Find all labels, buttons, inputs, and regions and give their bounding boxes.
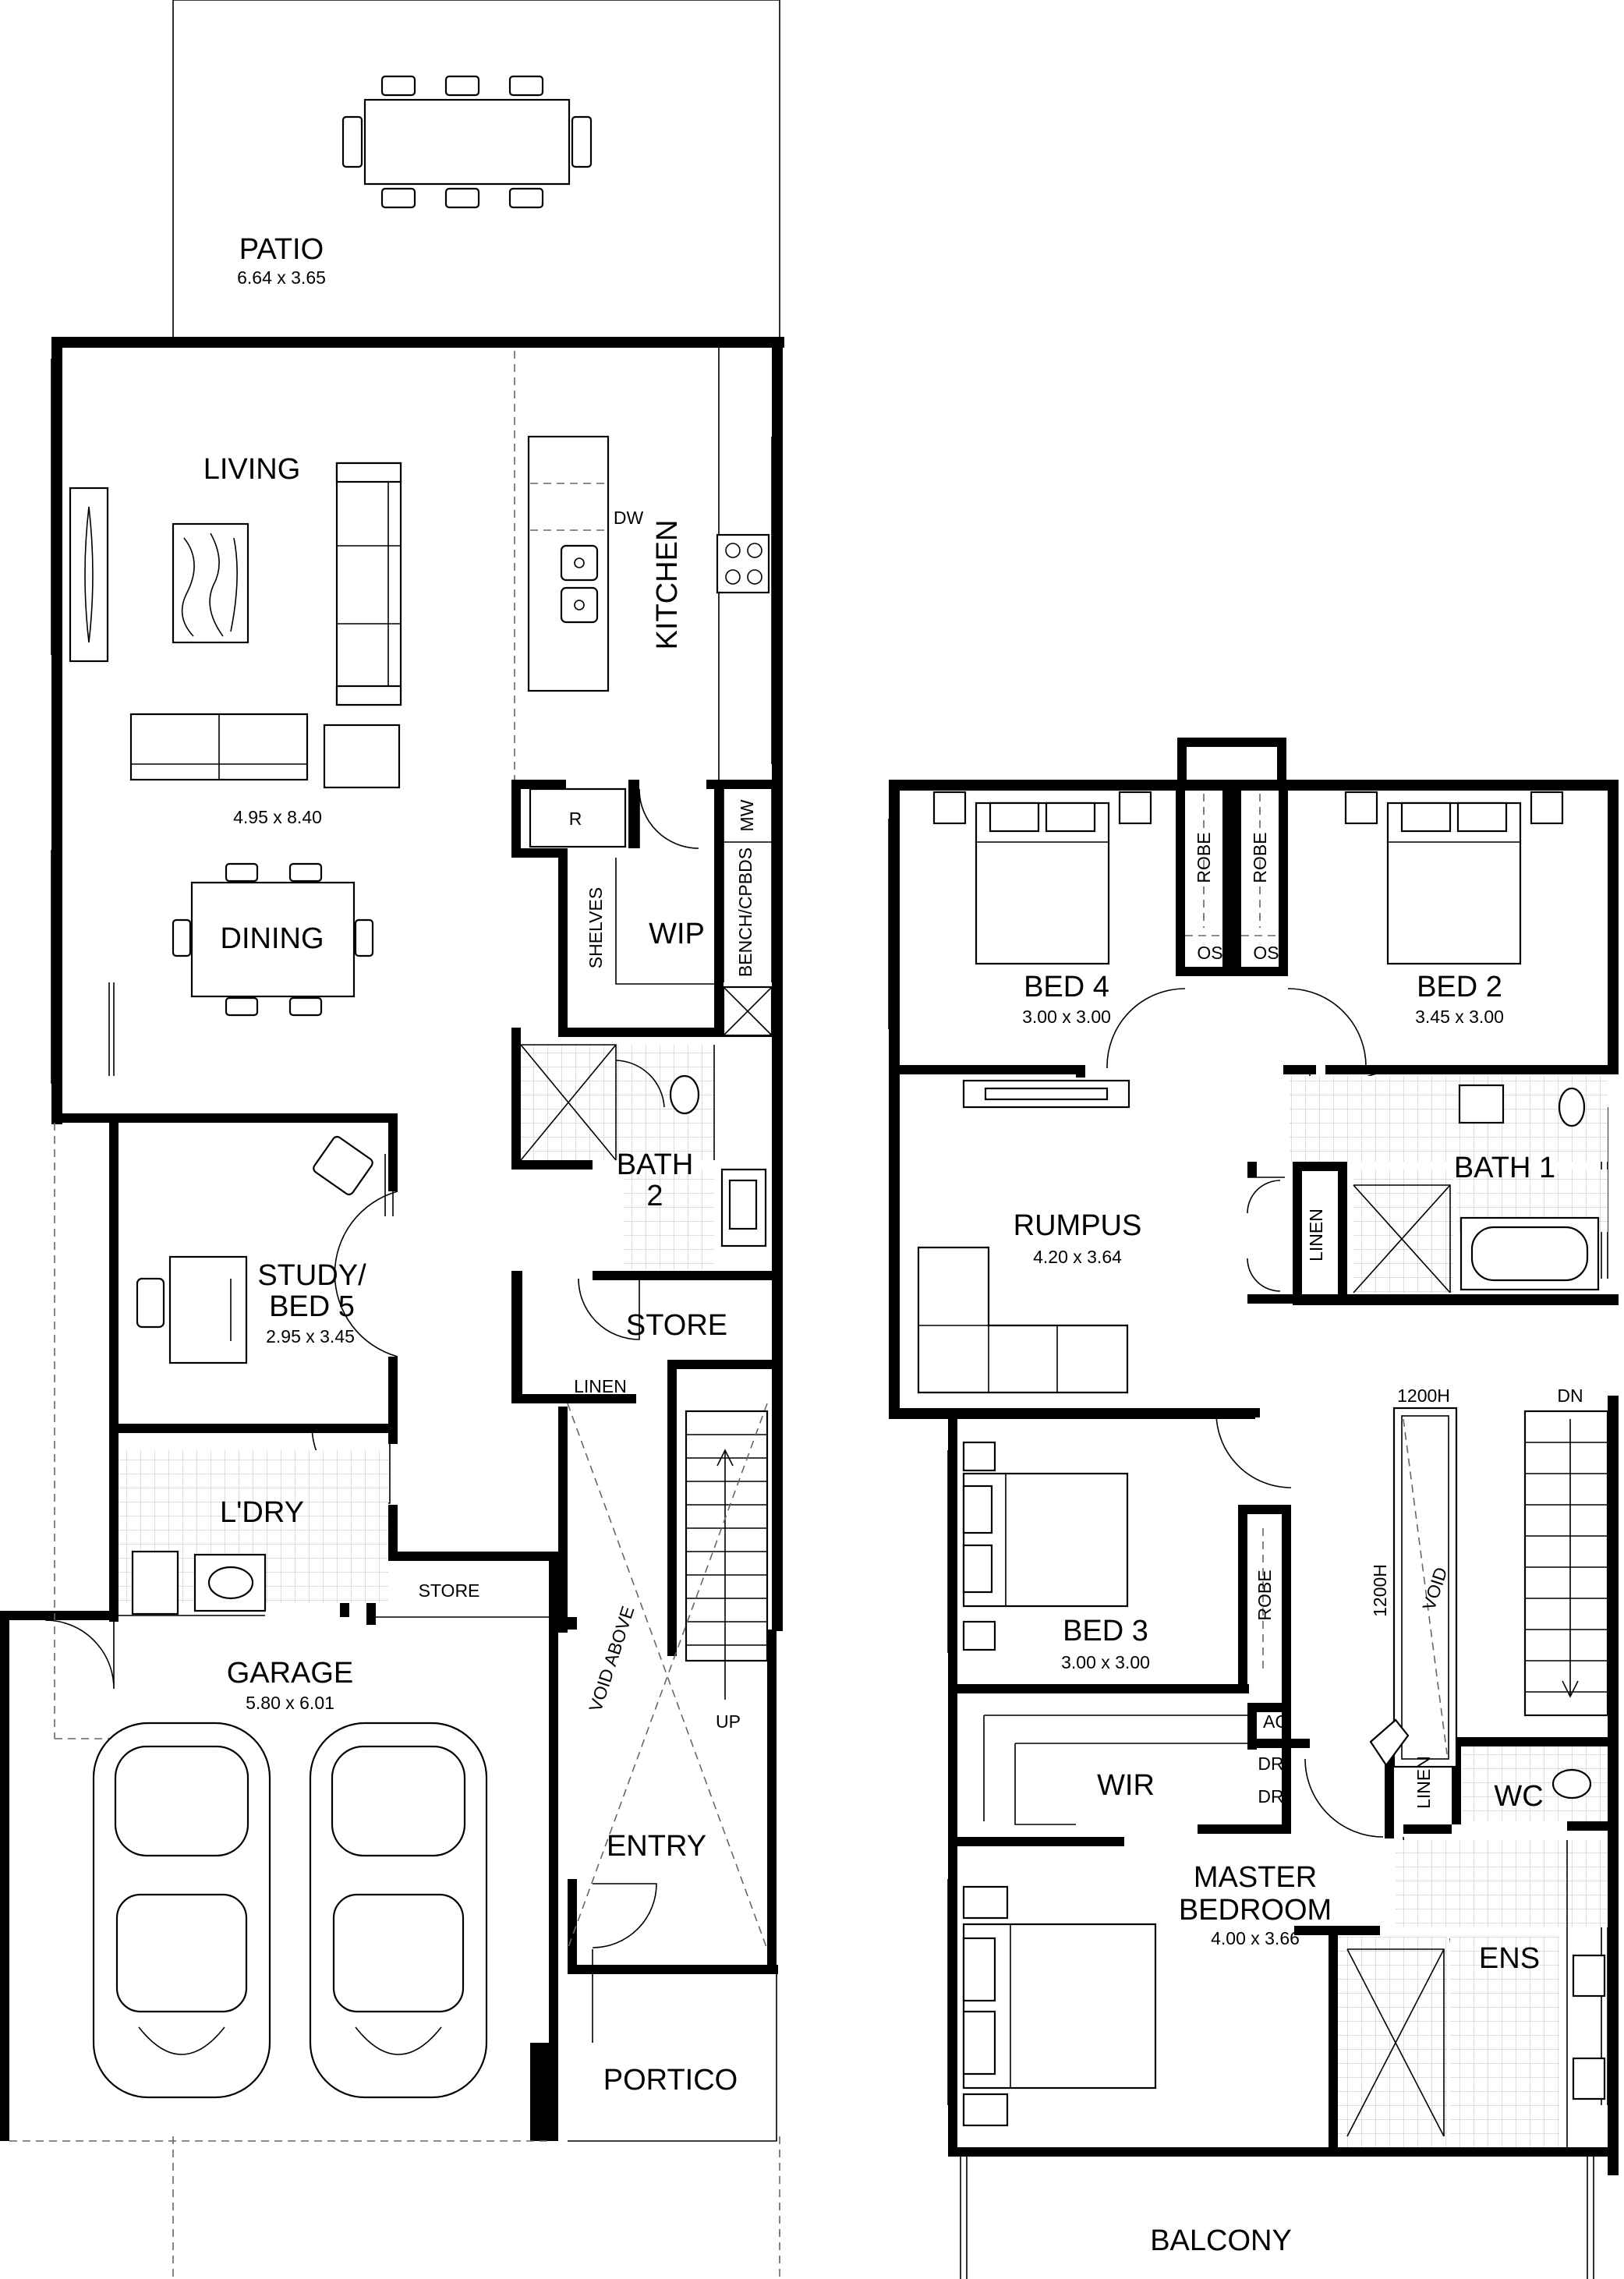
kitchen-island: [527, 435, 610, 692]
bath2-label-1: BATH: [617, 1148, 694, 1181]
portico-label: PORTICO: [603, 2064, 738, 2097]
ground-walls: [0, 337, 784, 2141]
bed4-dims: 3.00 x 3.00: [1022, 1007, 1111, 1027]
patio-label: PATIO: [239, 233, 324, 266]
study-label-2: BED 5: [269, 1290, 355, 1323]
bath1-fixtures: [1290, 1076, 1608, 1293]
patio-dining-table: [341, 75, 593, 209]
kitchen-bench: [716, 348, 770, 780]
upper-floor: BED 4 3.00 x 3.00 BED 2 3.45 x 3.00 ROBE…: [888, 738, 1619, 2279]
garage-dims: 5.80 x 6.01: [246, 1693, 334, 1713]
fridge: [529, 787, 627, 848]
entry-label: ENTRY: [607, 1830, 706, 1863]
wip-label: WIP: [649, 918, 705, 950]
bed2-label: BED 2: [1417, 971, 1502, 1003]
ens-fixtures: [1338, 1718, 1608, 2147]
laundry-fixtures: [119, 1450, 388, 1616]
master-label-2: BEDROOM: [1179, 1894, 1332, 1927]
car-right: [309, 1722, 488, 2099]
dining-label: DINING: [221, 922, 324, 955]
ground-doors: [44, 788, 699, 2043]
dw-label: DW: [614, 508, 644, 528]
os-label-left: OS: [1197, 943, 1222, 963]
bath1-linen-label: LINEN: [1306, 1209, 1326, 1262]
ground-windows: [51, 359, 779, 1131]
os-label-right: OS: [1253, 943, 1279, 963]
rail-top-label: 1200H: [1397, 1385, 1450, 1406]
store1-label: STORE: [626, 1309, 727, 1342]
kitchen-label: KITCHEN: [651, 520, 684, 650]
study-label-1: STUDY/: [257, 1259, 366, 1292]
bed4-bed: [932, 791, 1152, 965]
bench-label: BENCH/CPBDS: [735, 848, 755, 977]
bed4-label: BED 4: [1024, 971, 1109, 1003]
wip-bench: [615, 789, 773, 1037]
rumpus-label: RUMPUS: [1014, 1209, 1142, 1242]
bath2-fixtures: [520, 1044, 767, 1269]
store2-label: STORE: [419, 1580, 480, 1601]
bed2-dims: 3.45 x 3.00: [1415, 1007, 1504, 1027]
sofa-horizontal: [129, 713, 401, 789]
bath1-label: BATH 1: [1454, 1152, 1555, 1184]
living-dims: 4.95 x 8.40: [233, 807, 322, 827]
stair-up-label: UP: [716, 1711, 741, 1732]
living-label: LIVING: [203, 453, 301, 486]
portico-outline: [568, 1973, 777, 2142]
master-dims: 4.00 x 3.66: [1211, 1928, 1300, 1948]
dr-label-1: DR: [1258, 1753, 1283, 1774]
bath2-label-2: 2: [646, 1180, 663, 1212]
laundry-label: L'DRY: [220, 1496, 304, 1529]
stair-dn-label: DN: [1557, 1385, 1583, 1406]
bed3-dims: 3.00 x 3.00: [1061, 1652, 1150, 1672]
patio-outline: [172, 0, 780, 343]
car-left: [92, 1722, 271, 2099]
robe-rails: [1185, 794, 1279, 936]
rumpus-dims: 4.20 x 3.64: [1033, 1247, 1122, 1267]
rumpus-furniture: [917, 1079, 1130, 1394]
wir-label: WIR: [1097, 1769, 1155, 1802]
bed2-bed: [1344, 791, 1564, 965]
bed3-bed: [962, 1441, 1129, 1651]
wc-label: WC: [1494, 1780, 1543, 1813]
upper-void-stairs: [1392, 1407, 1609, 1768]
garage-label: GARAGE: [227, 1657, 354, 1690]
rail-side-label: 1200H: [1370, 1564, 1390, 1617]
master-bed: [962, 1885, 1157, 2127]
tv-unit: [69, 487, 109, 663]
dr-label-2: DR: [1258, 1786, 1283, 1807]
ac-label: AC: [1263, 1711, 1288, 1732]
bed3-robe-label: ROBE: [1254, 1569, 1275, 1620]
robe-label-right: ROBE: [1250, 832, 1270, 883]
fridge-label: R: [569, 809, 582, 829]
study-dims: 2.95 x 3.45: [266, 1326, 355, 1347]
ground-stairs: [567, 1403, 769, 1950]
dining-table: [172, 862, 374, 1017]
sofa-vertical: [335, 462, 402, 706]
upper-walls: [889, 738, 1619, 2175]
shelves-label: SHELVES: [586, 887, 606, 968]
coffee-table: [172, 522, 249, 644]
wir-shelves: [983, 1715, 1247, 1825]
mw-label: MW: [737, 799, 757, 831]
study-furniture: [136, 1135, 394, 1364]
robe-label-left: ROBE: [1194, 832, 1214, 883]
master-label-1: MASTER: [1194, 1861, 1317, 1894]
bed3-label: BED 3: [1063, 1615, 1148, 1647]
balcony-label: BALCONY: [1150, 2224, 1292, 2257]
ens-linen-label: LINEN: [1413, 1756, 1434, 1809]
ens-label: ENS: [1479, 1942, 1540, 1975]
ground-floor: PATIO 6.64 x 3.65 LIVING 4.95 x 8.40 DIN…: [0, 0, 784, 2279]
ground-dashed-lines: [54, 351, 780, 2279]
void-above-label: VOID ABOVE: [585, 1604, 638, 1715]
patio-dims: 6.64 x 3.65: [237, 267, 326, 288]
linen-label: LINEN: [574, 1376, 627, 1396]
balcony-outline: [960, 2157, 1594, 2279]
